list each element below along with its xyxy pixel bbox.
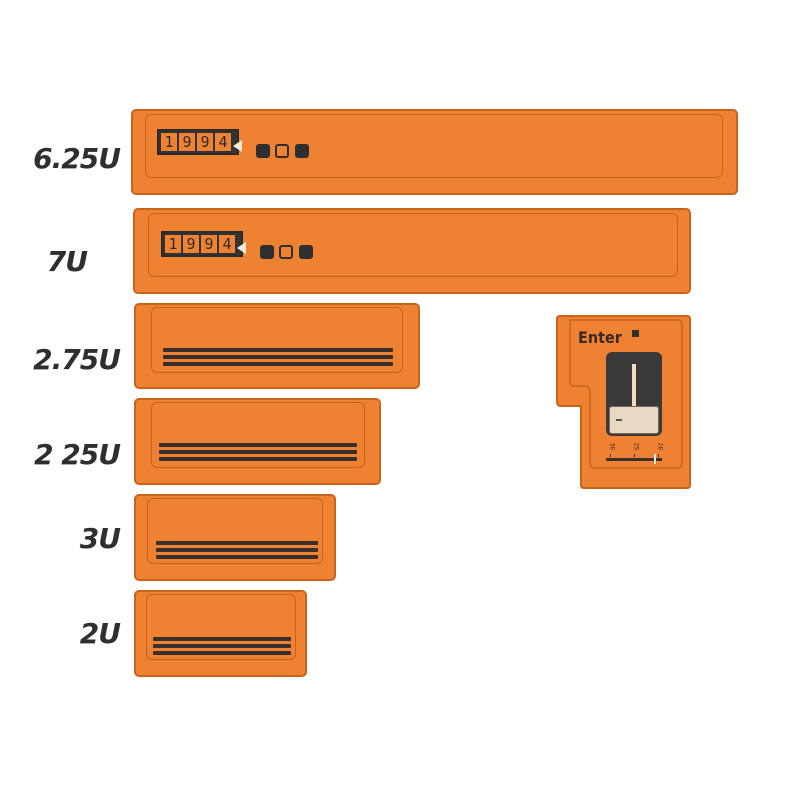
pointer-icon [237,242,246,254]
enter-label: Enter [578,328,622,347]
counter-digit: 9 [201,235,217,253]
counter-display: 1 9 9 4 [157,129,239,155]
stripe-line [156,555,318,559]
keycap-top-surface [151,402,365,468]
counter-digit: 9 [179,133,195,151]
counter-digit: 1 [161,133,177,151]
scale-label: 25 [632,442,640,451]
stripe-line [163,348,393,352]
indicator-dot-icon [260,245,274,259]
scale-tick [634,454,635,457]
stripe-line [159,450,357,454]
stripe-line [156,541,318,545]
keycap-top-surface [146,594,296,660]
scale-label: 20 [656,442,664,451]
stripe-line [153,637,291,641]
counter-digit: 4 [215,133,231,151]
stripe-line [153,644,291,648]
counter-digit: 9 [197,133,213,151]
slider-handle-mark [616,419,622,421]
counter-digit: 9 [183,235,199,253]
counter-digit: 1 [165,235,181,253]
size-label-3u: 3U [79,522,121,555]
scale-tick [610,454,611,457]
pointer-icon [233,140,242,152]
indicator-dot-icon [256,144,270,158]
counter-digit: 4 [219,235,235,253]
indicator-square-icon [632,330,639,337]
indicator-dot-icon [299,245,313,259]
keycap-top-surface [148,213,678,277]
keycap-top-surface [147,498,323,564]
stripe-line [163,362,393,366]
slider-groove [632,364,636,412]
keycap-2u[interactable] [134,590,307,677]
keycap-3u[interactable] [134,494,336,581]
scale-indicator [654,454,656,464]
keycap-6-25u[interactable]: 1 9 9 4 [131,109,738,195]
slider-handle[interactable] [609,406,659,434]
stripe-line [159,457,357,461]
indicator-dot-icon [295,144,309,158]
counter-display: 1 9 9 4 [161,231,243,257]
size-label-6-25u: 6.25U [33,142,121,175]
size-label-2u: 2U [79,617,121,650]
keycap-7u[interactable]: 1 9 9 4 [133,208,691,294]
scale-bar [606,458,662,461]
size-label-2-75u: 2.75U [33,343,121,376]
scale-label: 30 [608,442,616,451]
scale-tick [658,454,659,457]
size-label-2-25u: 2 25U [34,438,121,471]
stripe-line [159,443,357,447]
stripe-line [163,355,393,359]
stripe-line [156,548,318,552]
keycap-2-75u[interactable] [134,303,420,389]
keycap-top-surface [151,307,403,373]
stripe-line [153,651,291,655]
keycap-top-surface [145,114,723,178]
indicator-ring-icon [279,245,293,259]
size-label-7u: 7U [46,245,88,278]
keycap-enter[interactable]: Enter 30 25 20 [556,314,691,489]
indicator-ring-icon [275,144,289,158]
keycap-2-25u[interactable] [134,398,381,485]
